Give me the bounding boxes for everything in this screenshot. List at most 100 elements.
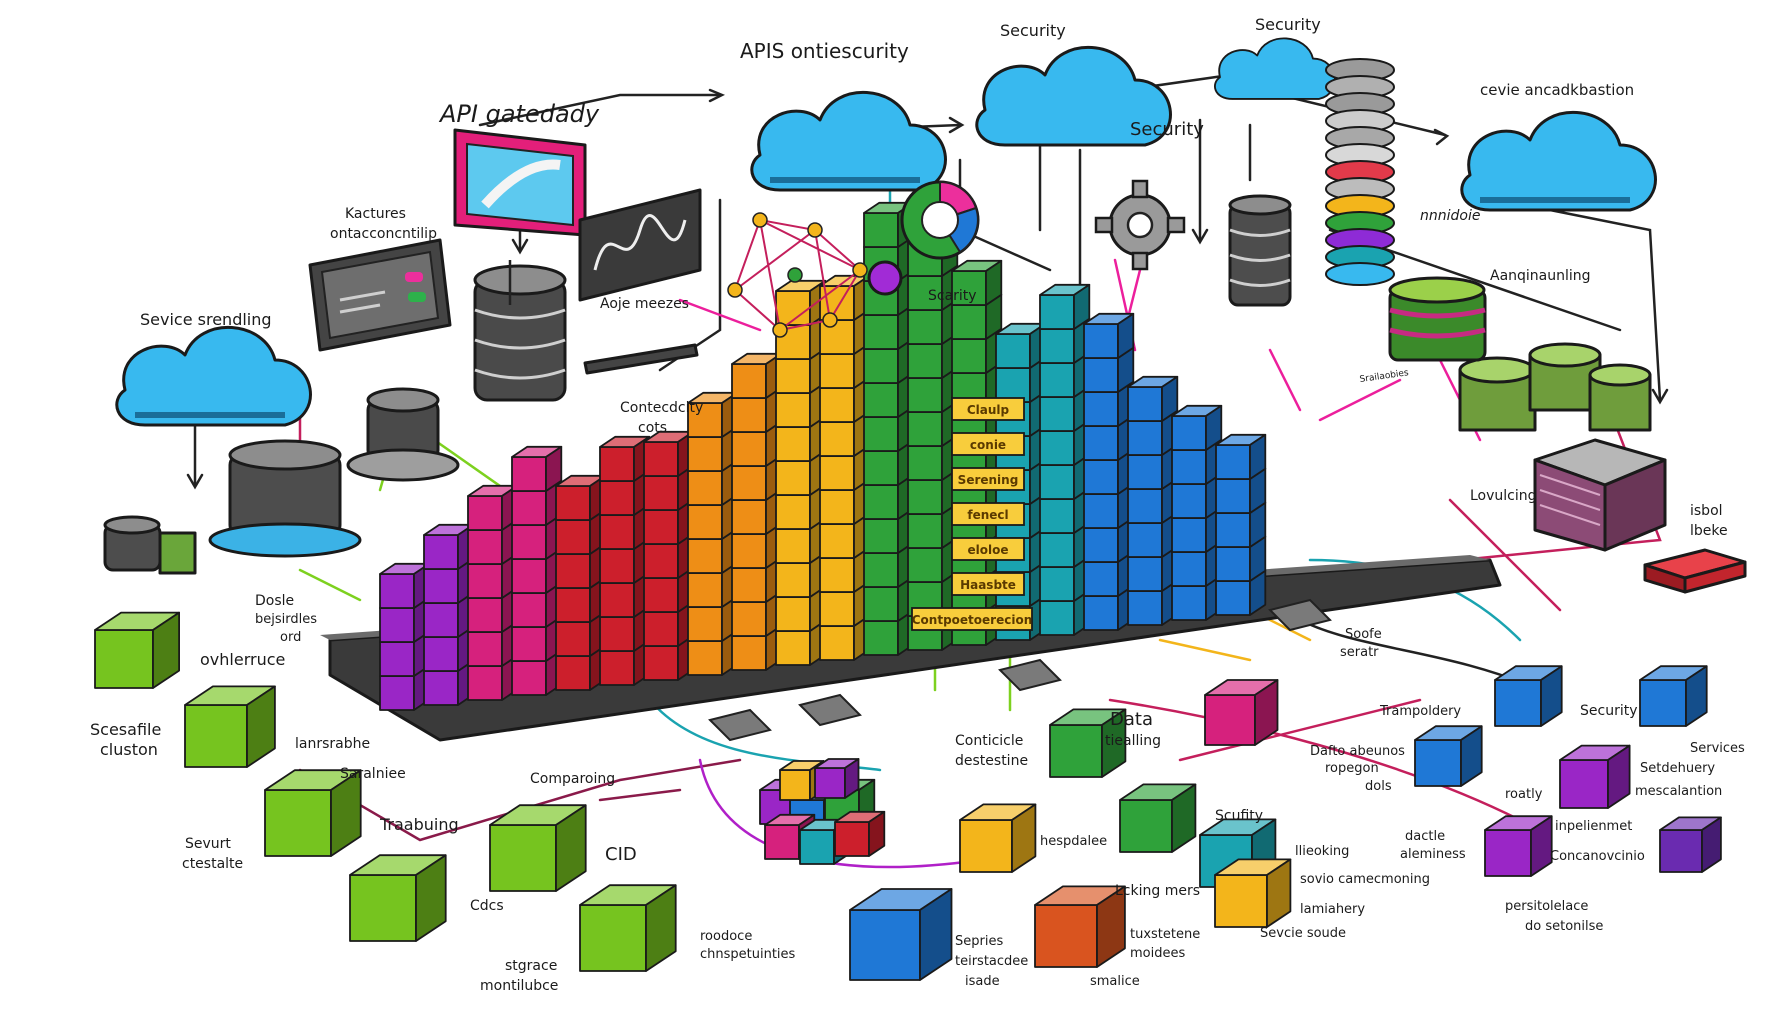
label-cid: CID: [605, 844, 637, 865]
disk-platter: [1325, 262, 1395, 286]
label-severe: Sevurt: [185, 836, 231, 852]
stack-block-front: [643, 543, 679, 579]
label-persitolielace: persitolelace: [1505, 899, 1588, 914]
service-cube: [184, 685, 276, 768]
yellow-tag-label: eloloe: [968, 543, 1009, 557]
label-api-gateway: API gatedady: [438, 100, 600, 128]
stack-block-front: [423, 602, 459, 638]
service-cube-side: [246, 685, 276, 768]
stack-block-side: [1205, 404, 1223, 451]
service-cube-side: [555, 804, 587, 892]
label-roodoce-sub: chnspetuinties: [700, 947, 796, 962]
stack-block-front: [1083, 561, 1119, 597]
service-cube: [1049, 708, 1127, 778]
service-cube: [1484, 815, 1553, 877]
label-lamiaheny: lamiahery: [1300, 902, 1365, 917]
stack-block-front: [423, 568, 459, 604]
stack-block-front: [687, 470, 723, 506]
service-cube-side: [1171, 783, 1197, 853]
stack-block-front: [467, 665, 503, 701]
label-agile-messages: Aoje meezes: [600, 296, 689, 312]
service-cube-front: [1049, 724, 1103, 778]
stack-block-front: [1039, 362, 1075, 398]
service-cube-front: [264, 789, 332, 857]
yellow-tag-box: [951, 572, 1025, 596]
stack-block-front: [863, 552, 899, 588]
service-cube-side: [1685, 665, 1708, 727]
text-labels: API gatedady APIS ontiescurity Security …: [90, 15, 1745, 994]
service-cube: [849, 888, 953, 981]
stack-block-front: [775, 562, 811, 598]
stack-block-front: [511, 592, 547, 628]
stack-block-front: [775, 392, 811, 428]
stack-block-front: [731, 431, 767, 467]
yellow-tag-label: fenecl: [967, 508, 1008, 522]
stack-block-front: [819, 353, 855, 389]
service-cube-front: [834, 821, 870, 857]
stack-block-front: [1039, 532, 1075, 568]
service-cube: [1659, 816, 1722, 873]
stack-block-front: [819, 523, 855, 559]
stack-block-front: [555, 485, 591, 521]
stack-block-front: [511, 558, 547, 594]
stack-block-front: [687, 538, 723, 574]
service-cube: [349, 854, 447, 942]
stack-block-front: [731, 635, 767, 671]
stack-block: [423, 523, 475, 570]
stack-block: [511, 445, 563, 492]
yellow-tag: fenecl: [951, 502, 1025, 526]
service-cube-side: [1096, 885, 1126, 968]
label-sclarity: Scarity: [928, 288, 977, 304]
stack-block-front: [687, 436, 723, 472]
yellow-tag-label: conie: [970, 438, 1006, 452]
stack-block-front: [1039, 566, 1075, 602]
label-saralniee: Saralniee: [340, 766, 406, 782]
stack-block-front: [819, 557, 855, 593]
service-cube-side: [919, 888, 953, 981]
label-ovnlerruce: ovhlerruce: [200, 650, 285, 669]
label-dosle-sub1: bejsirdles: [255, 612, 317, 627]
stack-block-front: [643, 441, 679, 477]
service-cube-side: [1101, 708, 1127, 778]
label-factures-sub: ontacconcntilip: [330, 226, 437, 242]
stack-block-front: [511, 626, 547, 662]
stack-block-front: [555, 655, 591, 691]
stack-block: [1171, 404, 1223, 451]
stack-block-front: [1039, 464, 1075, 500]
yellow-tag-box: [951, 537, 1025, 561]
stack-block-front: [1127, 590, 1163, 626]
stack-block-front: [1171, 483, 1207, 519]
stack-block-front: [511, 456, 547, 492]
service-cube-side: [330, 769, 362, 857]
stack-block-front: [1083, 391, 1119, 427]
stack-block-front: [379, 573, 415, 609]
stack-block-front: [467, 563, 503, 599]
cloud-left: [115, 325, 312, 427]
stack-block-front: [643, 509, 679, 545]
label-sopties-sub1: teirstacdee: [955, 954, 1028, 969]
stack-block-side: [545, 445, 563, 492]
stack-block-front: [1039, 396, 1075, 432]
stack-block-front: [511, 660, 547, 696]
factures-panel: [308, 238, 452, 352]
stack-block-front: [1039, 294, 1075, 330]
stack-block-front: [379, 675, 415, 711]
stack-block-front: [1083, 493, 1119, 529]
stack-block-front: [907, 309, 943, 345]
service-cube-front: [1484, 829, 1532, 877]
cloud-apis: [750, 90, 947, 192]
stack-block-front: [775, 494, 811, 530]
stack-block-front: [1039, 430, 1075, 466]
stack-block-front: [863, 314, 899, 350]
stack-block-front: [1127, 522, 1163, 558]
stack-block-front: [1083, 357, 1119, 393]
service-cube-side: [1607, 744, 1631, 809]
label-storage-sub: montilubce: [480, 978, 558, 994]
service-cube-side: [1011, 803, 1037, 873]
stack-block: [379, 562, 431, 609]
service-cube-front: [489, 824, 557, 892]
stack-block-front: [1083, 323, 1119, 359]
stack-block-front: [819, 625, 855, 661]
stack-block-front: [731, 601, 767, 637]
